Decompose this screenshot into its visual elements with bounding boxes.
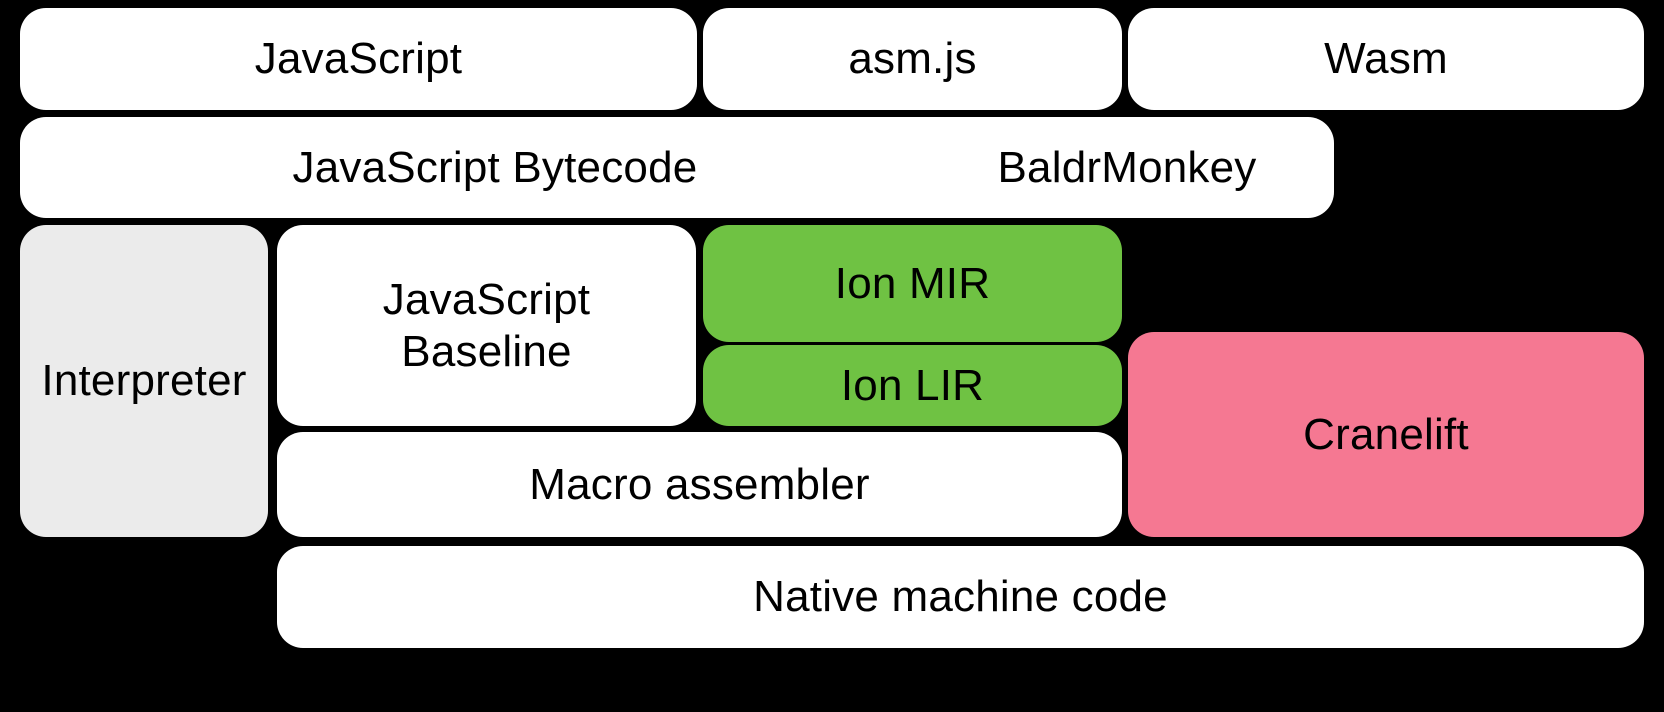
node-label: Native machine code [753,572,1168,622]
node-label: JavaScript [254,34,463,84]
node-label: Macro assembler [529,459,870,509]
node-label: Cranelift [1303,409,1469,459]
node-interpreter[interactable]: Interpreter [20,225,268,537]
node-asm-js[interactable]: asm.js [703,8,1122,110]
node-label: BaldrMonkey [997,142,1257,192]
node-wasm[interactable]: Wasm [1128,8,1644,110]
node-baldrmonkey[interactable]: BaldrMonkey [920,117,1334,218]
node-label: JavaScript Baseline [382,274,591,376]
node-label: Interpreter [41,356,247,406]
node-label: Ion MIR [834,258,991,308]
node-javascript-bytecode[interactable]: JavaScript Bytecode [20,117,970,218]
node-javascript[interactable]: JavaScript [20,8,697,110]
node-macro-assembler[interactable]: Macro assembler [277,432,1122,537]
node-label: JavaScript Bytecode [292,142,698,192]
node-label: Wasm [1324,34,1448,84]
node-javascript-baseline[interactable]: JavaScript Baseline [277,225,696,426]
node-native-machine-code[interactable]: Native machine code [277,546,1644,648]
node-label: asm.js [848,34,977,84]
node-ion-lir[interactable]: Ion LIR [703,345,1122,426]
node-ion-mir[interactable]: Ion MIR [703,225,1122,342]
node-label: Ion LIR [840,360,985,410]
node-cranelift[interactable]: Cranelift [1128,332,1644,537]
